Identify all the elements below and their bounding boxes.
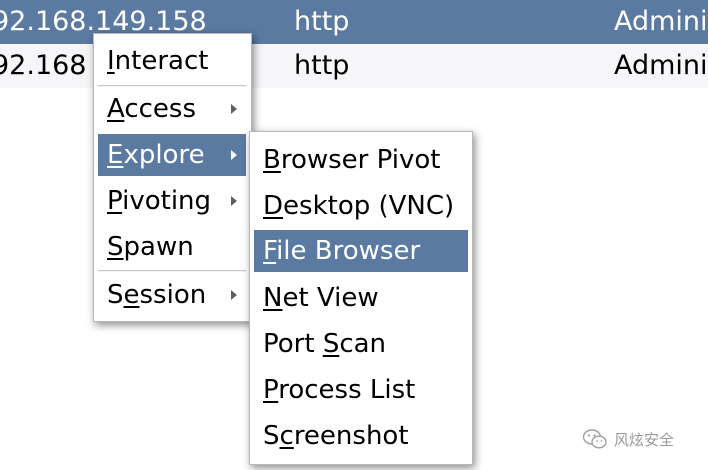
protocol-cell: http (294, 50, 350, 81)
mnemonic-letter: A (107, 94, 125, 124)
menu-item-label: Session (107, 280, 207, 310)
submenu-arrow-icon (231, 290, 237, 300)
menu-item-label: Net View (263, 283, 379, 313)
user-cell: Admini (614, 50, 708, 81)
context-menu: Interact Access Explore Pivoting Spawn S… (93, 33, 252, 322)
submenu-arrow-icon (231, 150, 237, 160)
mnemonic-letter: P (263, 375, 279, 405)
submenu-item-desktop-vnc[interactable]: Desktop (VNC) (254, 185, 468, 227)
submenu-item-file-browser[interactable]: File Browser (254, 230, 468, 272)
menu-item-spawn[interactable]: Spawn (98, 226, 246, 268)
menu-item-label: Browser Pivot (263, 145, 441, 175)
menu-item-session[interactable]: Session (98, 274, 246, 316)
menu-item-explore[interactable]: Explore (98, 134, 246, 176)
menu-separator (98, 270, 246, 272)
menu-item-label: File Browser (263, 236, 421, 266)
host-cell: 92.168 (0, 50, 87, 81)
user-cell: Admini (614, 6, 708, 37)
menu-item-pivoting[interactable]: Pivoting (98, 180, 246, 222)
protocol-cell: http (294, 6, 350, 37)
submenu-item-browser-pivot[interactable]: Browser Pivot (254, 139, 468, 181)
menu-item-interact[interactable]: Interact (98, 40, 246, 82)
submenu-item-screenshot[interactable]: Screenshot (254, 415, 468, 457)
menu-item-label: Port Scan (263, 329, 387, 359)
submenu-arrow-icon (231, 104, 237, 114)
mnemonic-letter: e (123, 280, 140, 310)
menu-item-label: Screenshot (263, 421, 409, 451)
mnemonic-letter: c (279, 421, 294, 451)
mnemonic-letter: P (107, 186, 123, 216)
menu-item-label: Process List (263, 375, 416, 405)
submenu-arrow-icon (231, 196, 237, 206)
host-cell: 92.168.149.158 (0, 6, 207, 37)
menu-item-label: Interact (107, 46, 209, 76)
menu-item-label: Access (107, 94, 197, 124)
mnemonic-letter: F (263, 236, 277, 266)
mnemonic-letter: S (107, 232, 124, 262)
wechat-icon (582, 429, 607, 449)
menu-item-access[interactable]: Access (98, 88, 246, 130)
mnemonic-letter: I (107, 46, 115, 76)
mnemonic-letter: S (322, 329, 340, 359)
mnemonic-letter: N (263, 283, 283, 313)
watermark-text: 风炫安全 (614, 430, 675, 449)
menu-item-label: Explore (107, 140, 205, 170)
menu-item-label: Pivoting (107, 186, 212, 216)
menu-item-label: Desktop (VNC) (263, 191, 455, 221)
mnemonic-letter: D (263, 191, 284, 221)
mnemonic-letter: B (263, 145, 281, 175)
submenu-item-port-scan[interactable]: Port Scan (254, 323, 468, 365)
submenu-item-process-list[interactable]: Process List (254, 369, 468, 411)
menu-separator (98, 85, 246, 87)
menu-item-label: Spawn (107, 232, 194, 262)
mnemonic-letter: E (107, 140, 124, 170)
explore-submenu: Browser Pivot Desktop (VNC) File Browser… (249, 131, 473, 465)
submenu-item-net-view[interactable]: Net View (254, 277, 468, 319)
watermark: 风炫安全 (582, 424, 674, 454)
